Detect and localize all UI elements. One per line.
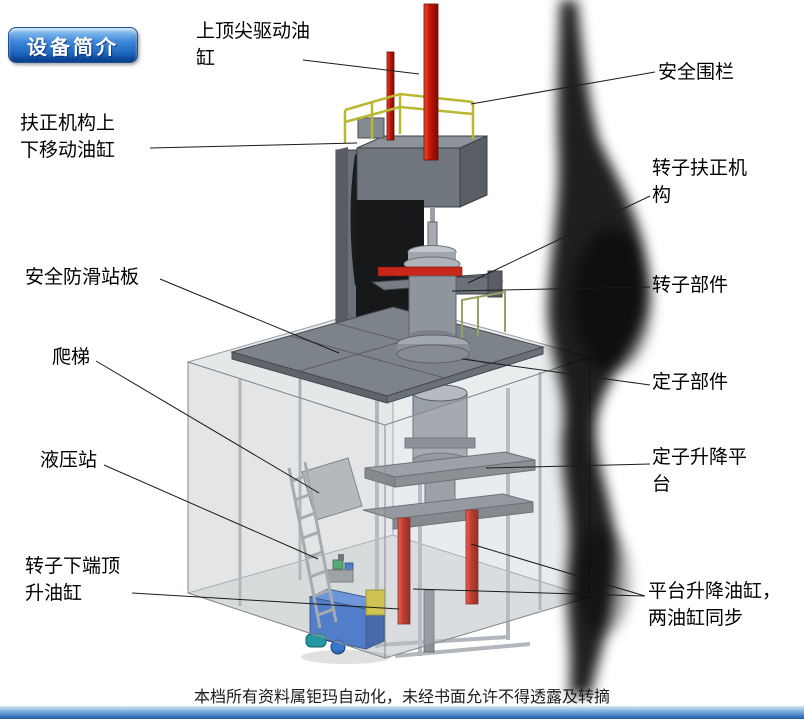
label-antislip-board: 安全防滑站板 [25,267,140,288]
label-top-drive-cylinder: 上顶尖驱动油 缸 [196,21,311,69]
pit-front-walls [187,356,591,659]
label-rotor-jack-cylinder: 转子下端顶 升油缸 [25,556,121,604]
pit-frame-posts [238,352,542,610]
top-drive-cylinder [423,3,439,161]
label-rotor-part: 转子部件 [652,275,729,296]
platform-lift-cylinders [397,509,479,653]
hydraulic-station [301,588,391,664]
label-rotor-centering: 转子扶正机 构 [652,158,748,206]
label-stator-lift-platform: 定子升降平 台 [652,447,748,495]
label-centering-cylinder: 扶正机构上 下移动油缸 [20,113,116,161]
ladder [287,461,338,629]
label-platform-lift-cylinders: 平台升降油缸， 两油缸同步 [648,581,782,629]
leader-lines [95,59,656,610]
head-box [356,117,488,208]
label-stator-part: 定子部件 [652,372,729,393]
footer-bar [0,706,804,719]
title-badge-text: 设备简介 [27,36,119,59]
label-hydraulic-station: 液压站 [40,450,98,471]
safety-fence [343,92,475,143]
title-badge: 设备简介 [8,27,138,63]
footer-copyright-note: 本档所有资料属钜玛自动化，未经书面允许不得透露及转摘 [193,689,610,706]
rotor-assembly [377,207,470,364]
guard-plate [301,457,363,521]
label-safety-fence: 安全围栏 [658,62,735,83]
pump-valves [326,554,354,583]
shadow-smudge [547,0,652,695]
label-ladder: 爬梯 [52,347,91,368]
